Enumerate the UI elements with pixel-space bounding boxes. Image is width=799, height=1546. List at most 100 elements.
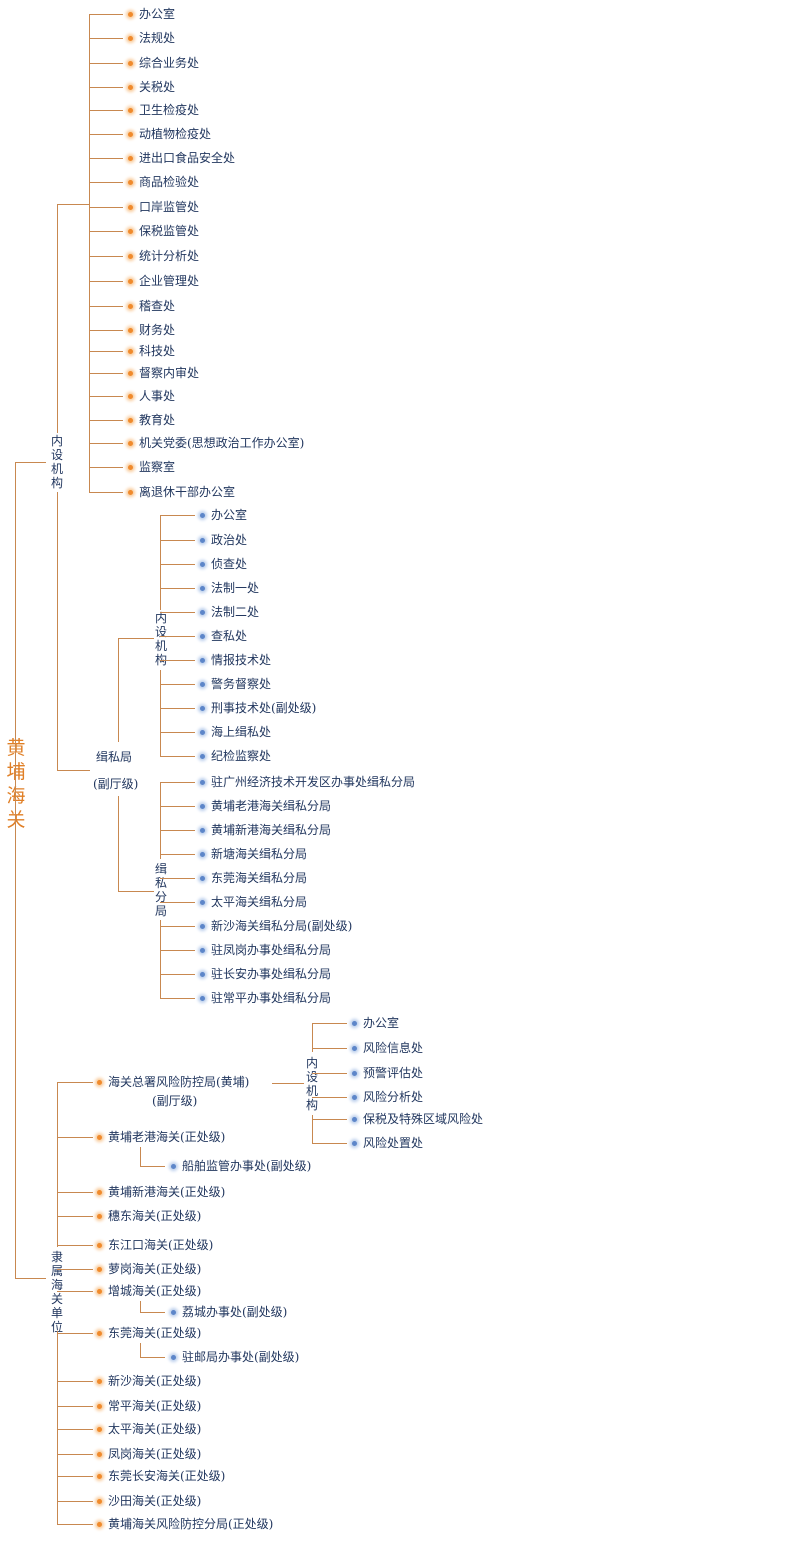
connector-line	[160, 670, 161, 757]
connector-line	[57, 492, 58, 771]
connector-line	[57, 1333, 93, 1334]
risk-bureau-name: 海关总署风险防控局(黄埔)	[108, 1075, 250, 1089]
connector-line	[57, 1429, 93, 1430]
connector-line	[89, 281, 123, 282]
bullet-icon	[97, 1522, 102, 1527]
smuggling-branch: 东莞海关缉私分局	[211, 871, 308, 885]
connector-line	[89, 207, 123, 208]
internal-item: 商品检验处	[139, 175, 200, 189]
bullet-icon	[200, 586, 205, 591]
connector-line	[57, 1291, 93, 1292]
internal-item: 动植物检疫处	[139, 127, 212, 141]
subordinate-unit: 穗东海关(正处级)	[108, 1209, 202, 1223]
bullet-icon	[200, 658, 205, 663]
connector-line	[57, 1245, 93, 1246]
internal-item: 进出口食品安全处	[139, 151, 236, 165]
smuggling-branch: 驻凤岗办事处缉私分局	[211, 943, 332, 957]
bullet-icon	[200, 948, 205, 953]
subordinate-unit: 凤岗海关(正处级)	[108, 1447, 202, 1461]
risk-internal-label: 内设机构	[305, 1056, 318, 1112]
connector-line	[140, 1343, 141, 1358]
smuggling-internal-item: 查私处	[211, 629, 248, 643]
bullet-icon	[97, 1267, 102, 1272]
connector-line	[89, 63, 123, 64]
bullet-icon	[352, 1141, 357, 1146]
bullet-icon	[128, 349, 133, 354]
bullet-icon	[128, 132, 133, 137]
bullet-icon	[128, 418, 133, 423]
connector-line	[89, 330, 123, 331]
subordinate-sub-office: 荔城办事处(副处级)	[182, 1305, 288, 1319]
internal-item: 法规处	[139, 31, 176, 45]
internal-item: 监察室	[139, 460, 176, 474]
subordinate-unit: 增城海关(正处级)	[108, 1284, 202, 1298]
internal-item: 关税处	[139, 80, 176, 94]
risk-internal-item: 风险信息处	[363, 1041, 424, 1055]
bullet-icon	[97, 1289, 102, 1294]
connector-line	[57, 1331, 58, 1525]
bullet-icon	[128, 229, 133, 234]
bullet-icon	[128, 441, 133, 446]
connector-line	[160, 830, 195, 831]
bullet-icon	[97, 1452, 102, 1457]
bullet-icon	[97, 1214, 102, 1219]
internal-item: 综合业务处	[139, 56, 200, 70]
connector-line	[160, 782, 195, 783]
bullet-icon	[128, 304, 133, 309]
internal-item: 离退休干部办公室	[139, 485, 236, 499]
bullet-icon	[200, 876, 205, 881]
connector-line	[160, 920, 161, 999]
connector-line	[160, 926, 195, 927]
subordinate-section-label: 隶属海关单位	[50, 1250, 63, 1334]
connector-line	[160, 684, 195, 685]
connector-line	[312, 1115, 313, 1144]
connector-line	[57, 1269, 93, 1270]
connector-line	[160, 588, 195, 589]
bullet-icon	[352, 1021, 357, 1026]
connector-line	[160, 782, 161, 859]
internal-section-label: 内设机构	[50, 434, 63, 490]
connector-line	[89, 14, 123, 15]
bullet-icon	[97, 1243, 102, 1248]
connector-line	[57, 770, 90, 771]
connector-line	[89, 420, 123, 421]
bullet-icon	[128, 108, 133, 113]
bullet-icon	[128, 371, 133, 376]
connector-line	[160, 515, 161, 610]
bullet-icon	[128, 279, 133, 284]
connector-line	[160, 974, 195, 975]
smuggling-internal-item: 侦查处	[211, 557, 248, 571]
connector-line	[89, 182, 123, 183]
bullet-icon	[128, 156, 133, 161]
bullet-icon	[200, 513, 205, 518]
subordinate-unit: 萝岗海关(正处级)	[108, 1262, 202, 1276]
connector-line	[312, 1143, 347, 1144]
smuggling-bureau-name: 缉私局	[96, 750, 133, 764]
connector-line	[57, 1216, 93, 1217]
connector-line	[312, 1023, 347, 1024]
subordinate-sub-office: 船舶监管办事处(副处级)	[182, 1159, 312, 1173]
connector-line	[140, 1312, 165, 1313]
connector-line	[57, 1454, 93, 1455]
connector-line	[89, 14, 90, 493]
bullet-icon	[200, 804, 205, 809]
connector-line	[140, 1301, 141, 1313]
subordinate-unit: 黄埔海关风险防控分局(正处级)	[108, 1517, 274, 1531]
connector-line	[118, 796, 119, 892]
connector-line	[160, 732, 195, 733]
smuggling-internal-item: 警务督察处	[211, 677, 272, 691]
smuggling-internal-item: 政治处	[211, 533, 248, 547]
bullet-icon	[200, 900, 205, 905]
subordinate-unit: 沙田海关(正处级)	[108, 1494, 202, 1508]
connector-line	[57, 1137, 93, 1138]
internal-item: 督察内审处	[139, 366, 200, 380]
smuggling-branch: 太平海关缉私分局	[211, 895, 308, 909]
subordinate-unit: 黄埔新港海关(正处级)	[108, 1185, 226, 1199]
bullet-icon	[97, 1427, 102, 1432]
connector-line	[57, 1082, 58, 1247]
smuggling-internal-item: 刑事技术处(副处级)	[211, 701, 317, 715]
bullet-icon	[128, 490, 133, 495]
bullet-icon	[128, 36, 133, 41]
internal-item: 科技处	[139, 344, 176, 358]
